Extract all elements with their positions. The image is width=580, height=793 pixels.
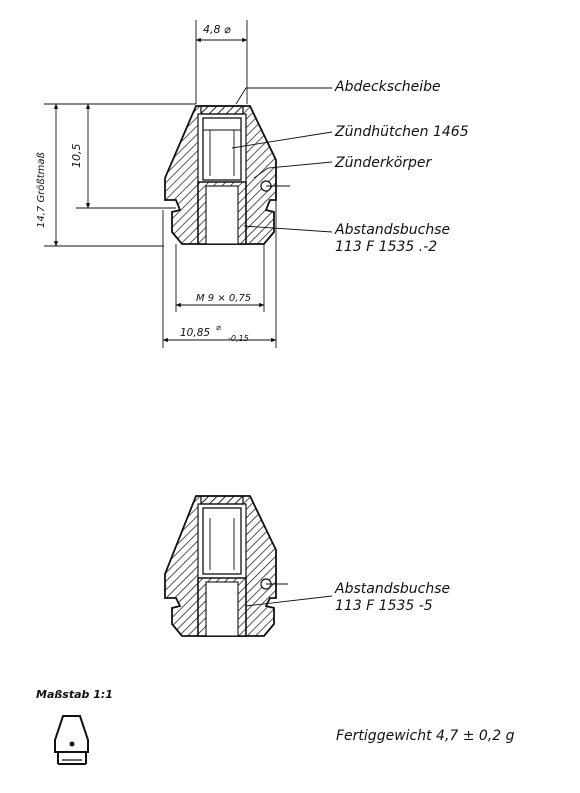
label-primer: Zündhütchen 1465 (334, 124, 469, 140)
finished-weight: Fertiggewicht 4,7 ± 0,2 g (336, 728, 515, 744)
dim-outer-diameter: 10,85 (180, 327, 210, 339)
dim-overall-height: 14,7 Größtmaß (36, 152, 47, 228)
dim-inner-height: 10,5 (70, 144, 83, 169)
cover-disc (200, 105, 244, 115)
scale-label: Maßstab 1:1 (36, 688, 113, 701)
label-spacer-1-part: 113 F 1535 .-2 (335, 239, 437, 255)
dim-thread: M 9 × 0,75 (196, 293, 251, 304)
label-spacer-2-part: 113 F 1535 -5 (335, 598, 433, 614)
label-spacer-2-name: Abstandsbuchse (334, 581, 450, 597)
scale-thumbnail: Maßstab 1:1 (36, 688, 113, 765)
dim-outer-diameter-sub: -0,15 (228, 334, 249, 343)
dim-outer-diameter-sup: ⌀ (216, 323, 221, 332)
section-view-bottom: Abstandsbuchse 113 F 1535 -5 (164, 495, 450, 637)
label-spacer-1-name: Abstandsbuchse (334, 222, 450, 238)
primer-cup (202, 117, 242, 181)
dim-top-diameter: 4,8 ⌀ (203, 23, 231, 36)
label-fuze-body: Zünderkörper (334, 155, 433, 171)
label-cover-disc: Abdeckscheibe (334, 79, 441, 95)
section-view-top: 4,8 ⌀ 14,7 Größtmaß 10,5 M 9 × 0,75 10,8… (36, 20, 469, 348)
